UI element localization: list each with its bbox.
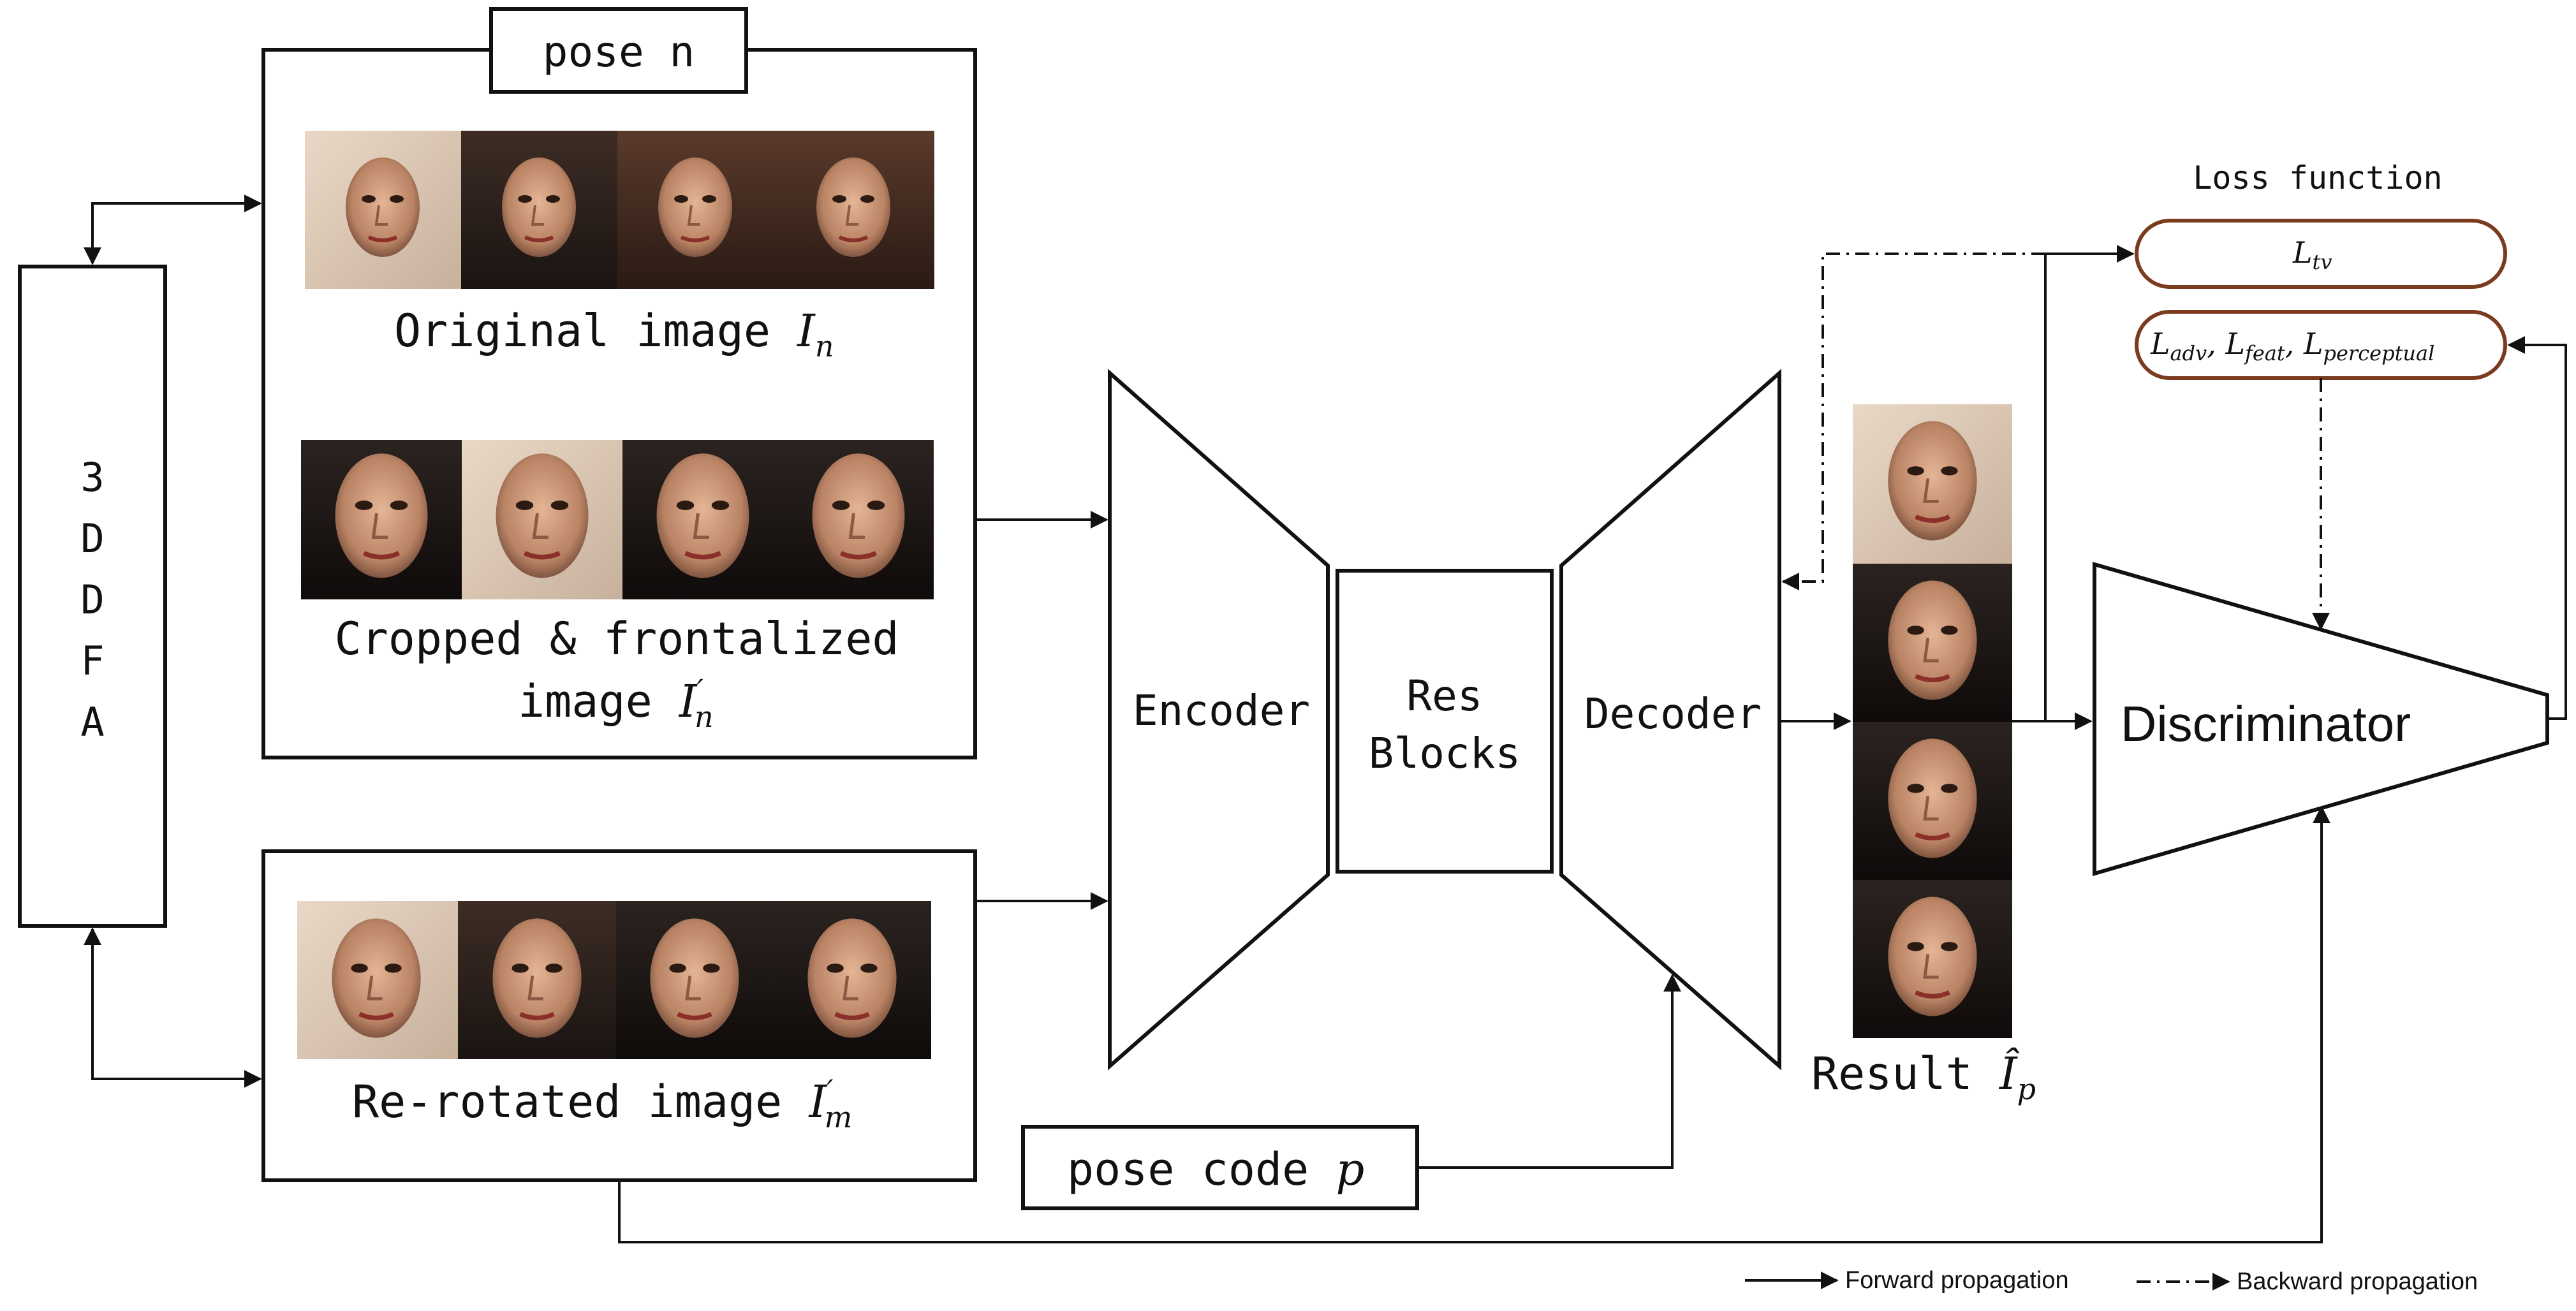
3ddfa-char-1: 3 xyxy=(80,454,104,501)
res-blocks: Res Blocks xyxy=(1336,569,1554,874)
encoder-block: Encoder xyxy=(1108,369,1330,1071)
cropped-face-2 xyxy=(462,440,622,599)
pose-code-label: pose code xyxy=(1067,1143,1336,1196)
rerotated-face-3 xyxy=(616,901,773,1059)
rerotated-face-1 xyxy=(297,901,458,1059)
svg-text:Ladv, Lfeat, Lperceptual: Ladv, Lfeat, Lperceptual xyxy=(2150,326,2434,365)
svg-text:Re-rotated image I′m: Re-rotated image I′m xyxy=(352,1073,852,1134)
backward-connectors xyxy=(1781,253,2330,631)
rerotated-face-4 xyxy=(773,901,931,1059)
discriminator-label: Discriminator xyxy=(2121,696,2411,752)
decoder-label: Decoder xyxy=(1584,689,1762,738)
legend-backward-label: Backward propagation xyxy=(2237,1268,2478,1295)
pose-n-label: pose n xyxy=(543,27,695,77)
legend: Forward propagation Backward propagation xyxy=(1745,1267,2478,1295)
cropped-face-3 xyxy=(622,440,783,599)
result-caption: Result Îp xyxy=(1811,1048,2036,1106)
pose-code-box: pose code p xyxy=(1021,1125,1419,1210)
cropped-face-1 xyxy=(301,440,462,599)
loss-combined-box: Ladv, Lfeat, Lperceptual xyxy=(2135,310,2507,380)
rerotated-faces-row xyxy=(297,901,931,1059)
3ddfa-char-5: A xyxy=(80,699,104,745)
res-blocks-label-2: Blocks xyxy=(1369,729,1520,778)
cropped-face-4 xyxy=(783,440,934,599)
original-face-4 xyxy=(774,131,934,289)
3ddfa-char-2: D xyxy=(80,515,104,562)
result-face-1 xyxy=(1853,404,2012,564)
svg-text:Original image In: Original image In xyxy=(394,305,834,363)
decoder-block: Decoder xyxy=(1559,369,1781,1071)
result-face-2 xyxy=(1853,564,2012,722)
forward-connectors xyxy=(84,194,2567,1243)
result-faces-column xyxy=(1853,404,2012,1038)
loss-function-title: Loss function xyxy=(2193,159,2442,196)
original-face-2 xyxy=(461,131,617,289)
discriminator-block: Discriminator xyxy=(2093,562,2549,876)
result-face-3 xyxy=(1853,722,2012,880)
cropped-faces-row xyxy=(301,440,934,599)
svg-text:Result Îp: Result Îp xyxy=(1811,1048,2036,1106)
original-face-3 xyxy=(617,131,774,289)
3ddfa-char-3: D xyxy=(80,576,104,623)
original-caption: Original image In xyxy=(394,305,834,363)
encoder-label: Encoder xyxy=(1133,686,1310,735)
3ddfa-char-4: F xyxy=(80,638,104,684)
svg-text:Cropped & frontalized: Cropped & frontalized xyxy=(334,613,899,665)
cropped-caption: Cropped & frontalized image I′n xyxy=(334,613,899,734)
3ddfa-module: 3 D D F A xyxy=(18,265,167,928)
original-face-1 xyxy=(305,131,461,289)
svg-text:image I′n: image I′n xyxy=(518,673,714,734)
svg-text:pose code p: pose code p xyxy=(1067,1143,1364,1196)
original-faces-row xyxy=(305,131,934,289)
rerotated-caption: Re-rotated image I′m xyxy=(352,1073,852,1134)
legend-forward-label: Forward propagation xyxy=(1845,1267,2069,1294)
loss-tv-box: Ltv xyxy=(2135,219,2507,289)
svg-text:Ltv: Ltv xyxy=(2292,235,2332,274)
rerotated-face-2 xyxy=(458,901,616,1059)
pose-n-tab xyxy=(489,7,748,94)
result-face-4 xyxy=(1853,880,2012,1038)
res-blocks-label-1: Res xyxy=(1406,671,1482,721)
